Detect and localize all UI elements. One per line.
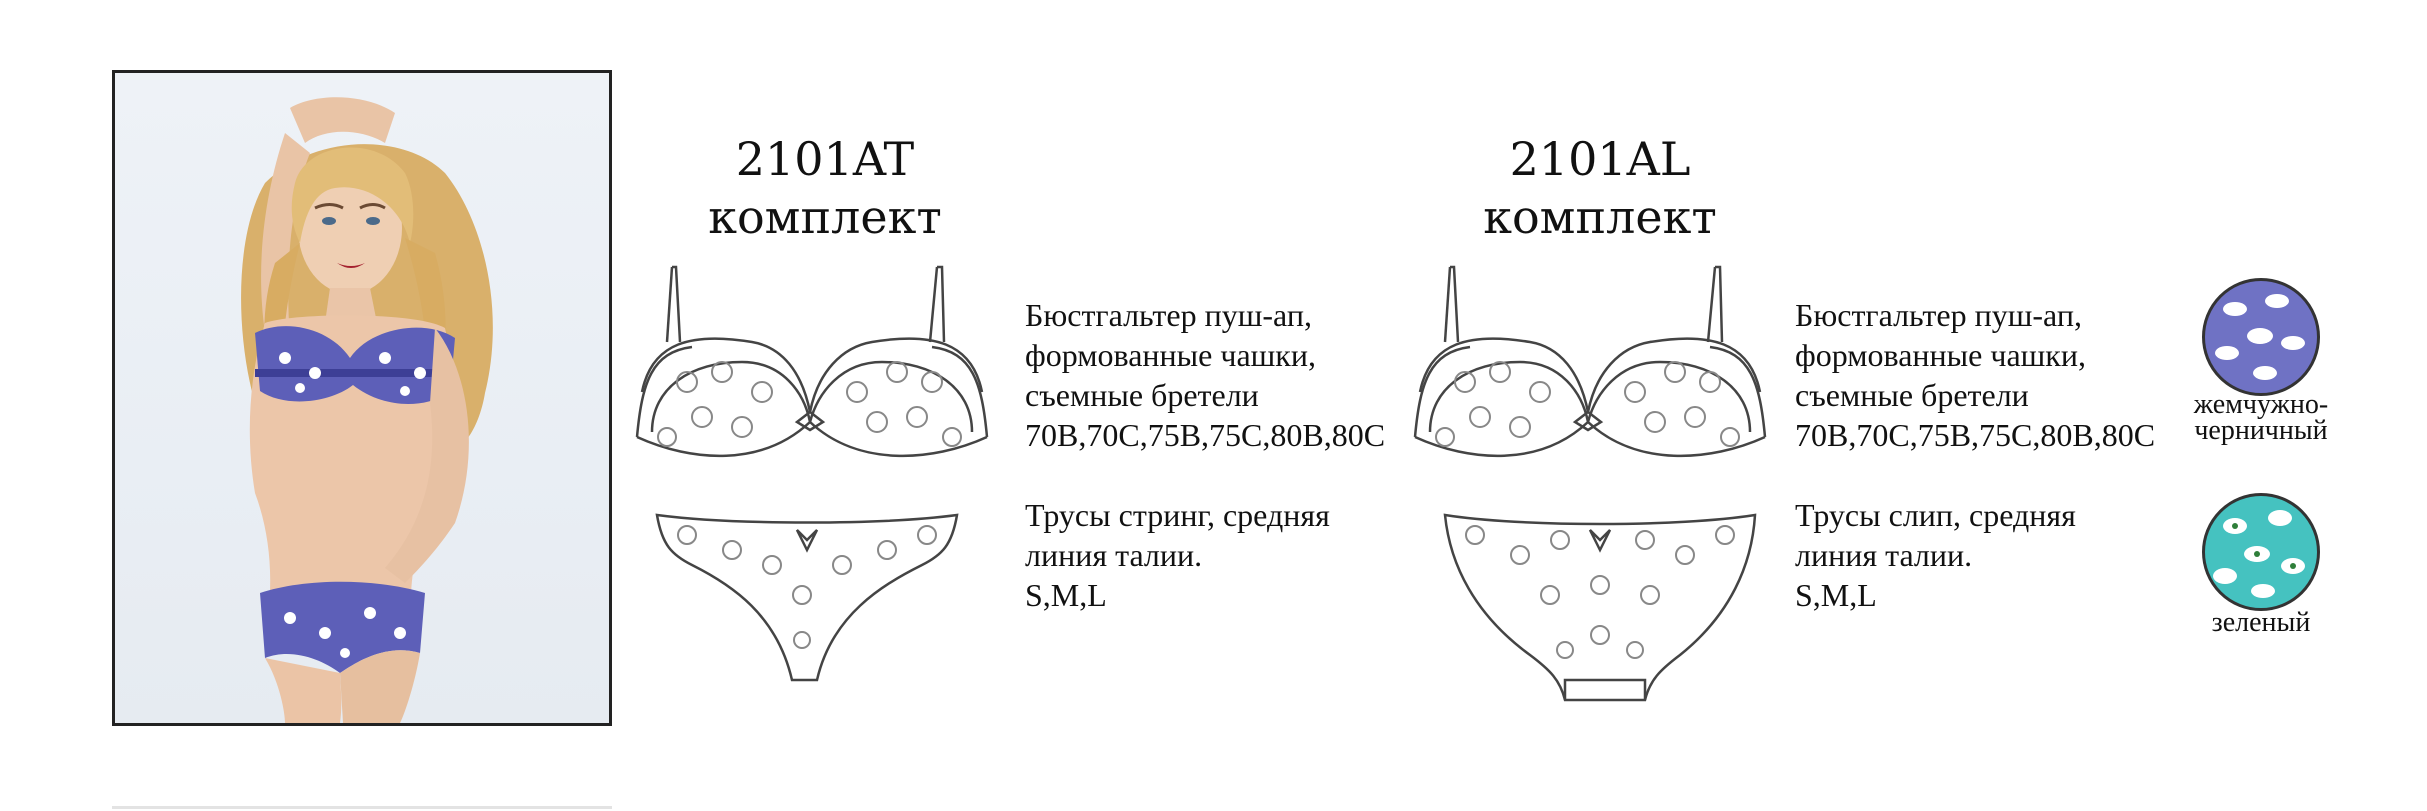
panty-line-2: линия талии. [1025, 537, 1203, 573]
panty-line-1: Трусы слип, средняя [1795, 497, 2076, 533]
bra-line-1: Бюстгальтер пуш-ап, [1025, 297, 1312, 333]
product-code: 2101AL [1509, 132, 1691, 186]
panty-sizes: S,M,L [1025, 577, 1107, 613]
slip-panty-sketch-icon [1443, 513, 1757, 702]
bra-sizes: 70B,70C,75B,75C,80B,80C [1795, 417, 2156, 453]
divider [112, 806, 612, 809]
bra-sketch-icon [635, 265, 989, 458]
product-type: комплект [1483, 190, 1717, 244]
bra-line-1: Бюстгальтер пуш-ап, [1795, 297, 2082, 333]
color-swatch-blueberry [2202, 278, 2320, 396]
string-panty-sketch-icon [655, 513, 959, 682]
bra-description-2101al: Бюстгальтер пуш-ап, формованные чашки, с… [1795, 295, 2155, 455]
bra-description-2101at: Бюстгальтер пуш-ап, формованные чашки, с… [1025, 295, 1385, 455]
product-code: 2101AT [735, 132, 915, 186]
daisy-pattern-icon [2215, 294, 2305, 380]
panty-line-2: линия талии. [1795, 537, 1973, 573]
model-illustration [241, 97, 493, 723]
bra-sketch-icon [1413, 265, 1767, 458]
color-swatch-green [2202, 493, 2320, 611]
product-type: комплект [708, 190, 942, 244]
color-label-blueberry: жемчужно- черничный [2193, 389, 2329, 446]
bra-line-3: съемные бретели [1025, 377, 1259, 413]
color-label-green: зеленый [2211, 607, 2311, 638]
bra-sizes: 70B,70C,75B,75C,80B,80C [1025, 417, 1386, 453]
daisy-pattern-icon [2213, 510, 2305, 598]
bra-line-3: съемные бретели [1795, 377, 2029, 413]
product-title-2101at: 2101AT комплект [660, 130, 990, 246]
panty-description-2101al: Трусы слип, средняя линия талии. S,M,L [1795, 495, 2076, 615]
panty-description-2101at: Трусы стринг, средняя линия талии. S,M,L [1025, 495, 1330, 615]
panty-sizes: S,M,L [1795, 577, 1877, 613]
bra-line-2: формованные чашки, [1025, 337, 1316, 373]
model-photo [112, 70, 612, 726]
product-title-2101al: 2101AL комплект [1435, 130, 1765, 246]
panty-line-1: Трусы стринг, средняя [1025, 497, 1330, 533]
bra-line-2: формованные чашки, [1795, 337, 2086, 373]
